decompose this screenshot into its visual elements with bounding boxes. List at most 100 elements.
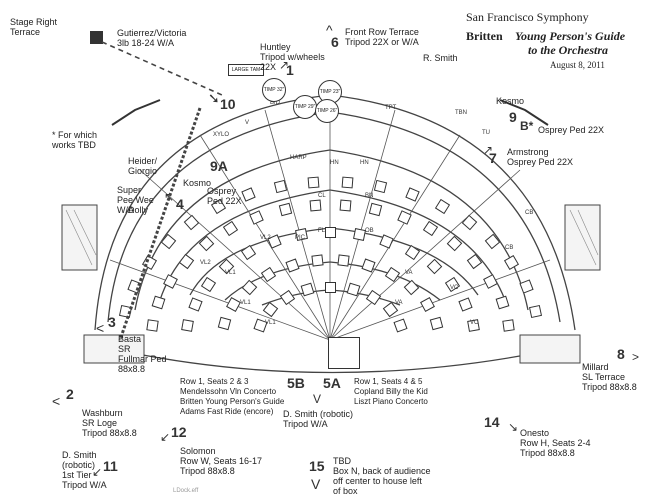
section-label-fl: FL bbox=[318, 228, 326, 234]
chair bbox=[484, 233, 501, 249]
camera-11-number: 11 bbox=[103, 458, 118, 474]
section-label-vl1: VL1 bbox=[225, 270, 236, 276]
chair bbox=[301, 282, 315, 297]
section-label-vl2: VL2 bbox=[260, 235, 271, 241]
camera-5a-label: Row 1, Seats 4 & 5 Copland Billy the Kid… bbox=[354, 377, 428, 406]
section-label-vc: VC bbox=[470, 320, 479, 326]
camera-9b-number: B* bbox=[520, 119, 534, 133]
chair bbox=[325, 226, 336, 238]
chair bbox=[325, 281, 336, 293]
chair bbox=[337, 254, 350, 267]
camera-4-arrow-icon: ↖ bbox=[164, 190, 175, 204]
stage-right-terrace-label: Stage Right Terrace bbox=[10, 17, 58, 37]
chair bbox=[404, 280, 420, 296]
camera-15-arrow-icon: V bbox=[311, 476, 321, 492]
chair bbox=[309, 199, 322, 212]
chair bbox=[365, 289, 382, 306]
section-label-vl1: VL1 bbox=[240, 300, 251, 306]
chair bbox=[241, 187, 256, 202]
section-label-tu: TU bbox=[482, 130, 490, 136]
camera-6-arrow-icon: ^ bbox=[326, 22, 333, 38]
camera-14-label: Onesto Row H, Seats 2-4 Tripod 88x8.8 bbox=[520, 428, 591, 458]
work-title-1: Young Person's Guide bbox=[515, 29, 626, 43]
camera-2-number: 2 bbox=[66, 386, 74, 402]
section-label-hn: HN bbox=[330, 160, 339, 166]
camera-9b-label: Osprey Ped 22X bbox=[538, 125, 605, 135]
chair bbox=[393, 318, 409, 333]
camera-8-arrow-icon: > bbox=[632, 350, 640, 364]
section-label-harp: HARP bbox=[290, 155, 307, 161]
chair bbox=[434, 199, 450, 215]
camera-12-arrow-icon: ↙ bbox=[160, 430, 171, 444]
chair bbox=[311, 254, 324, 267]
section-label-va: VA bbox=[395, 300, 403, 306]
camera-3-label: Basta SR Fullmar Ped 88x8.8 bbox=[118, 334, 167, 374]
podium bbox=[328, 337, 360, 369]
camera-1-arrow-icon: ↗ bbox=[279, 58, 290, 72]
camera-15-label: TBD Box N, back of audience off center t… bbox=[333, 456, 431, 496]
camera-10-dash-line bbox=[101, 41, 223, 96]
chair bbox=[430, 316, 444, 331]
section-label-bd: B/D bbox=[270, 100, 281, 106]
chair bbox=[396, 210, 412, 225]
chair bbox=[241, 244, 257, 260]
chair bbox=[461, 214, 477, 231]
camera-14-number: 14 bbox=[484, 414, 500, 430]
section-label-tpt: TPT bbox=[385, 105, 397, 111]
dolly-track bbox=[118, 107, 202, 341]
camera-12-number: 12 bbox=[171, 424, 187, 440]
chair bbox=[284, 258, 300, 273]
timpani-timp_29: TIMP 29" bbox=[293, 95, 317, 119]
timpani-timp_26: TIMP 26" bbox=[315, 99, 339, 123]
camera-9-number: 9 bbox=[509, 109, 517, 125]
camera-7-arrow-icon: ↗ bbox=[483, 143, 494, 157]
tam-box: LARGE TAM bbox=[228, 64, 264, 76]
camera-3-arrow-icon: < bbox=[96, 320, 105, 336]
work-composer: Britten bbox=[466, 29, 503, 43]
camera-9a-number: 9A bbox=[210, 158, 228, 174]
org-title: San Francisco Symphony bbox=[466, 10, 589, 24]
chair bbox=[222, 221, 239, 237]
chair bbox=[341, 176, 354, 189]
section-label-vc: VC bbox=[450, 285, 459, 291]
chair bbox=[273, 179, 288, 194]
camera-6-operator: R. Smith bbox=[423, 53, 458, 63]
camera-5a-number: 5A bbox=[323, 375, 341, 391]
section-label-tbn: TBN bbox=[455, 110, 467, 116]
section-label-cb: CB bbox=[505, 245, 514, 251]
chair bbox=[519, 279, 534, 294]
chair bbox=[419, 296, 435, 312]
camera-12-label: Solomon Row W, Seats 16-17 Tripod 88x8.8 bbox=[180, 446, 263, 476]
camera-7-number: 7 bbox=[489, 150, 497, 166]
chair bbox=[504, 255, 520, 271]
section-label-v: V bbox=[245, 120, 250, 126]
section-label-vl1: VL1 bbox=[265, 320, 276, 326]
camera-11-arrow-icon: ↙ bbox=[92, 465, 103, 479]
camera-9-label: Kosmo bbox=[496, 96, 525, 106]
gutierrez-label: Gutierrez/Victoria 3lb 18-24 W/A bbox=[117, 28, 187, 48]
camera-10-arrow-icon: ➘ bbox=[208, 90, 220, 106]
loading-dock-label: LDock.eff bbox=[173, 488, 199, 494]
section-label-pic: PIC bbox=[295, 235, 306, 241]
chair bbox=[261, 266, 277, 283]
section-label-cl: CL bbox=[318, 193, 326, 199]
chair bbox=[373, 179, 388, 194]
chair bbox=[352, 228, 366, 242]
heider-label: Heider/ Giorgio bbox=[128, 156, 158, 176]
tbd-note: * For which works TBD bbox=[52, 130, 98, 150]
chair bbox=[263, 302, 279, 318]
chair bbox=[379, 234, 395, 249]
chair bbox=[279, 289, 296, 306]
section-label-va: VA bbox=[405, 270, 413, 276]
chair bbox=[495, 296, 509, 310]
chair bbox=[446, 235, 462, 252]
camera-5b-number: 5B bbox=[287, 375, 305, 391]
section-label-vl2: VL2 bbox=[200, 260, 211, 266]
work-title-2: to the Orchestra bbox=[528, 43, 609, 57]
chair bbox=[241, 280, 257, 296]
chair bbox=[466, 253, 483, 269]
chair bbox=[339, 199, 352, 212]
camera-6-number: 6 bbox=[331, 34, 339, 50]
camera-9a-label: Kosmo bbox=[183, 178, 212, 188]
chair bbox=[278, 202, 293, 217]
